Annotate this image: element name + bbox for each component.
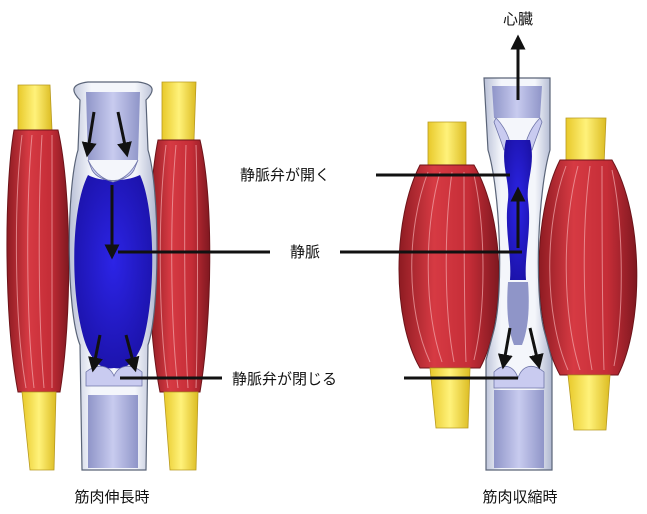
left-arrow-top-b: [116, 111, 132, 158]
right-arrow-bottom-a: [497, 327, 513, 370]
left-vein: [68, 81, 158, 471]
caption-relaxed: 筋肉伸長時: [74, 488, 149, 506]
left-upper-valve: [87, 159, 139, 183]
right-vein: [483, 34, 553, 471]
label-vein: 静脈: [290, 243, 320, 261]
left-arrow-top-a: [81, 111, 97, 158]
left-blood-pool: [74, 175, 153, 369]
left-panel-relaxed: [6, 81, 211, 471]
right-panel-contracted: [398, 34, 638, 471]
right-muscle-b: [538, 117, 638, 431]
left-muscle-a: [6, 84, 70, 471]
left-muscle-b: [148, 81, 211, 471]
label-heart: 心臓: [503, 10, 533, 28]
left-arrow-bottom-a: [88, 334, 103, 373]
label-valve-open: 静脈弁が開く: [240, 166, 330, 184]
label-valve-closed: 静脈弁が閉じる: [232, 370, 337, 388]
left-arrow-bottom-b: [124, 334, 140, 373]
right-muscle-a: [398, 121, 500, 429]
leader-lines: [118, 173, 522, 380]
caption-contracted: 筋肉収縮時: [482, 488, 557, 506]
right-arrow-bottom-b: [528, 327, 544, 370]
